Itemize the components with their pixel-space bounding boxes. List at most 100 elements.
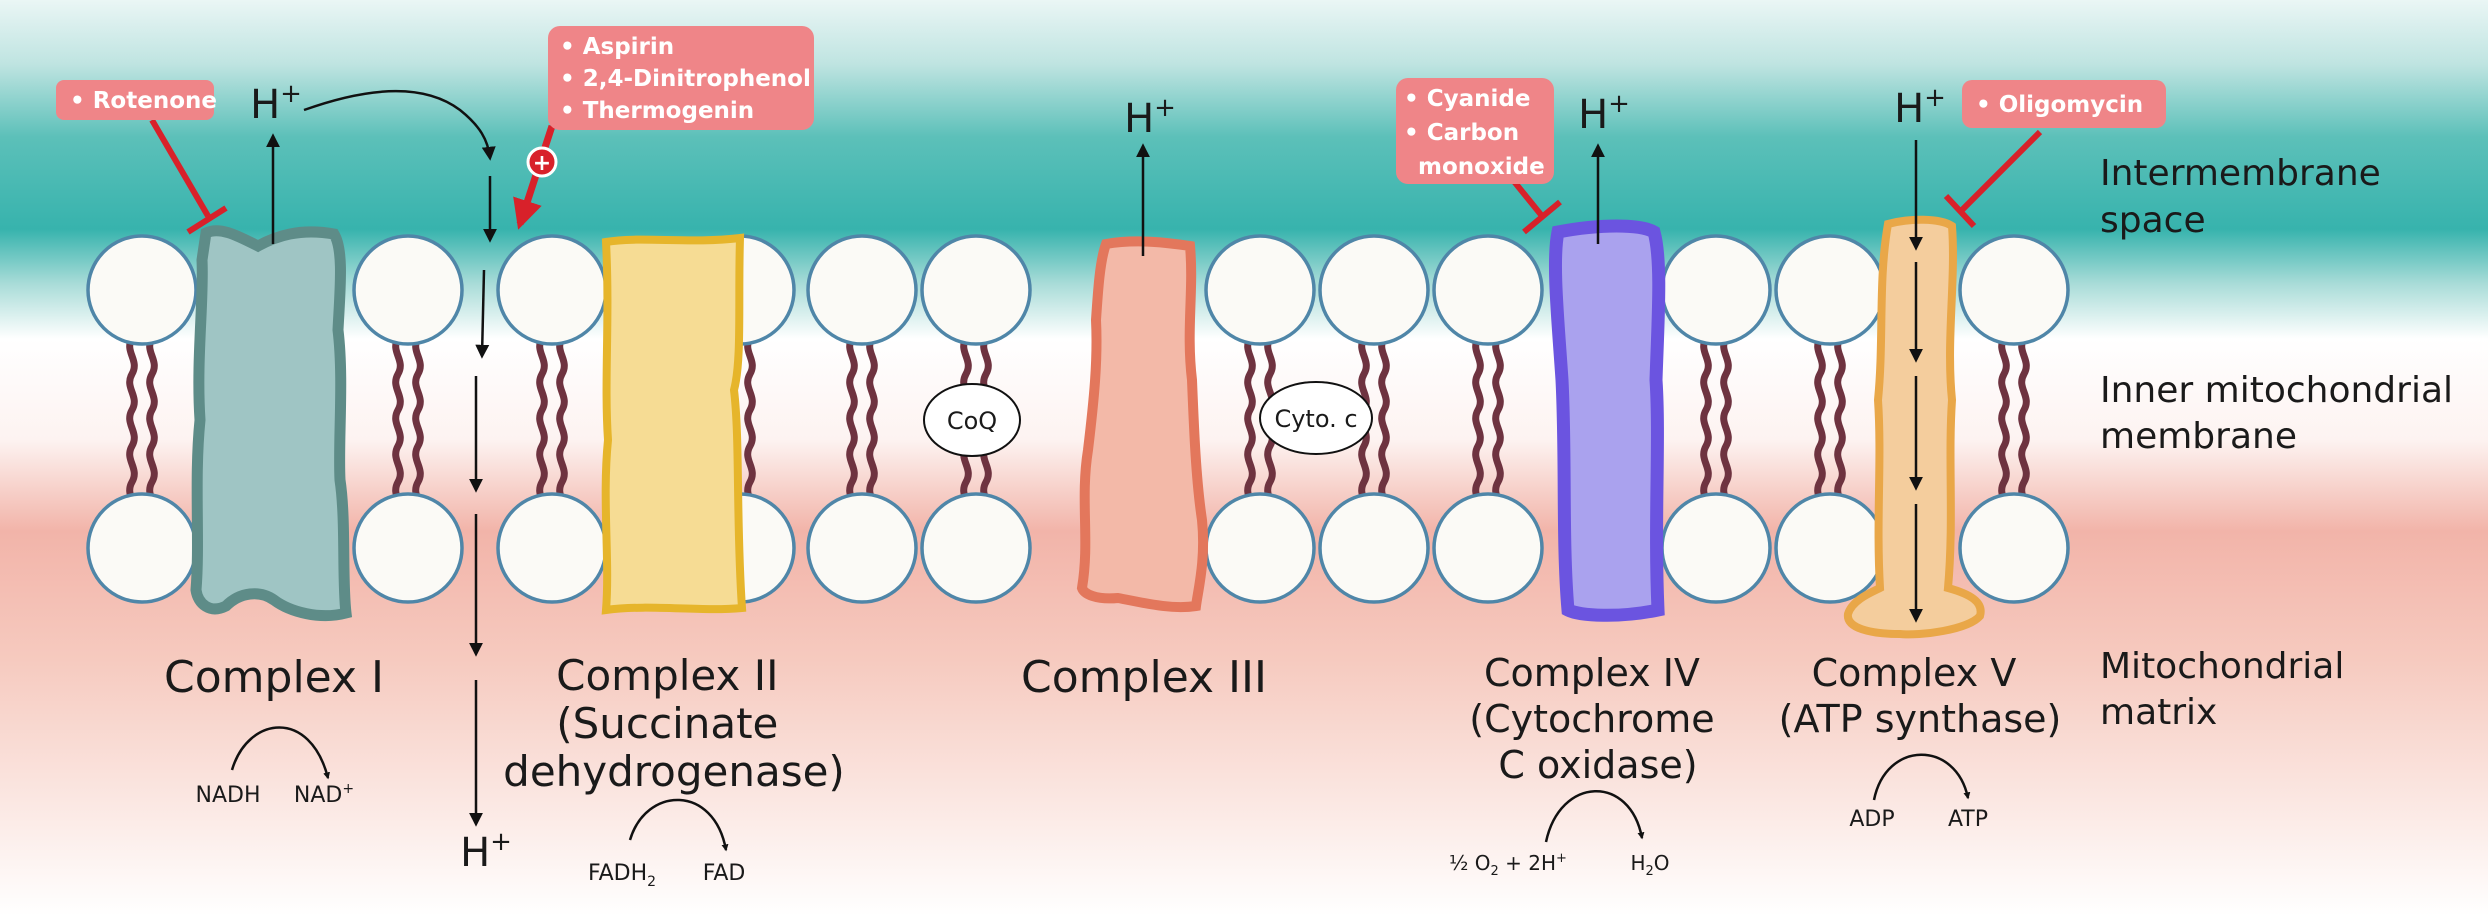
complex-5-reaction-left: ADP [1849, 807, 1894, 832]
phospholipid-head [920, 492, 1032, 604]
uncoupler-text-1: • Aspirin [560, 34, 674, 60]
lipid-tail [744, 334, 756, 522]
lipid-tail [1998, 334, 2010, 522]
complex-3-shape [1076, 236, 1209, 613]
phospholipid-head [86, 234, 198, 346]
proton-leak-arrow-1 [303, 89, 496, 161]
complex-4-shape [1548, 219, 1666, 622]
phospholipid-head [352, 492, 464, 604]
lipid-tail [1834, 334, 1846, 522]
rotenone-text: • Rotenone [70, 88, 217, 114]
complex-1-proton-label: H+ [250, 79, 302, 128]
uncoupler-plus-glyph: + [533, 151, 551, 176]
complex-2-title: Complex II (Succinate dehydrogenase) [503, 651, 845, 796]
cyto-c-label: Cyto. c [1274, 405, 1357, 433]
complex-4-reaction-right: H2O [1630, 851, 1669, 879]
complex-4-title: Complex IV (Cytochrome C oxidase) [1469, 651, 1727, 787]
uncoupler-plus-badge [526, 146, 558, 178]
complex-4-proton-label: H+ [1578, 89, 1630, 138]
inner-membrane-label: Inner mitochondrial membrane [2100, 370, 2464, 457]
oligomycin-box [1962, 80, 2166, 128]
proton-leak-arrow-3 [475, 269, 490, 359]
oligomycin-text: • Oligomycin [1976, 92, 2143, 118]
phospholipid-head [496, 492, 608, 604]
lipid-tail [1378, 334, 1390, 522]
matrix-label: Mitochondrial matrix [2100, 646, 2356, 733]
rotenone-inhibitor-line [149, 118, 211, 218]
coq-label: CoQ [947, 407, 997, 435]
complex-4-inhibitor-text-2: • Carbon [1404, 120, 1519, 146]
lipid-tail [1492, 334, 1504, 522]
phospholipid-head [1318, 234, 1430, 346]
complex-2-reaction-arrow [628, 798, 729, 852]
phospholipid-head [496, 234, 608, 346]
phospholipid-head [1318, 492, 1430, 604]
complex-3-proton-label: H+ [1124, 93, 1176, 142]
complex-1-reaction-left: NADH [196, 783, 261, 808]
lipid-tail [1472, 334, 1484, 522]
phospholipid-head [1958, 234, 2070, 346]
lipid-tail [126, 334, 138, 522]
rotenone-box [56, 80, 214, 120]
lipid-tail [412, 334, 424, 522]
complex-3-title: Complex III [1021, 652, 1267, 703]
complex-5-shape [1844, 215, 1985, 639]
complex-4-inhibitor-bar [1522, 199, 1562, 235]
matrix-proton-label: H+ [460, 827, 512, 876]
phospholipid-head [352, 234, 464, 346]
lipid-tail [146, 334, 158, 522]
phospholipid-head [86, 492, 198, 604]
complex-4-inhibitor-text-1: • Cyanide [1404, 86, 1530, 112]
coq-carrier [923, 383, 1021, 457]
lipid-tail [866, 334, 878, 522]
complex-1-shape [190, 225, 353, 622]
phospholipid-head [1204, 492, 1316, 604]
phospholipid-head [1774, 492, 1886, 604]
complex-2-shape [601, 233, 747, 615]
uncoupler-text-3: • Thermogenin [560, 98, 754, 124]
phospholipid-head [1432, 234, 1544, 346]
phospholipid-head [1660, 234, 1772, 346]
complex-1-reaction-right: NAD+ [294, 781, 354, 808]
oligomycin-inhibitor-bar [1943, 193, 1977, 229]
phospholipid-head [1958, 492, 2070, 604]
complex-4-inhibitor-box [1396, 78, 1554, 184]
phospholipid-head [920, 234, 1032, 346]
complex-2-reaction-left: FADH2 [588, 861, 656, 890]
intermembrane-label: Intermembrane space [2100, 153, 2392, 241]
lipid-tail [1700, 334, 1712, 522]
lipid-tail [1814, 334, 1826, 522]
complex-5-reaction-arrow [1872, 753, 1971, 801]
phospholipid-head [1774, 234, 1886, 346]
uncoupler-box [548, 26, 814, 130]
phospholipid-head [1204, 234, 1316, 346]
phospholipid-heads [86, 234, 2070, 604]
complex-5-title: Complex V (ATP synthase) [1779, 651, 2062, 741]
cyto-c-carrier [1259, 381, 1373, 455]
lipid-tail [536, 334, 548, 522]
complex-4-inhibitor-text-3: monoxide [1418, 154, 1545, 180]
phospholipid-head [806, 492, 918, 604]
complex-5-reaction-right: ATP [1948, 807, 1988, 832]
lipid-tail [846, 334, 858, 522]
complex-1-title: Complex I [164, 652, 384, 703]
lipid-tail [2018, 334, 2030, 522]
oligomycin-inhibitor-line [1959, 129, 2043, 213]
phospholipid-head [806, 234, 918, 346]
uncoupler-text-2: • 2,4-Dinitrophenol [560, 66, 811, 92]
complex-5-proton-label: H+ [1894, 83, 1946, 132]
phospholipid-head [1432, 492, 1544, 604]
complex-1-reaction-arrow [230, 726, 330, 780]
lipid-tail [1244, 334, 1256, 522]
phospholipid-head [1660, 492, 1772, 604]
complex-2-reaction-right: FAD [703, 861, 746, 886]
lipid-tail [556, 334, 568, 522]
complex-4-reaction-arrow [1544, 790, 1645, 843]
rotenone-inhibitor-bar [186, 205, 228, 235]
lipid-tail [392, 334, 404, 522]
complex-4-reaction-left: ½ O2 + 2H+ [1449, 851, 1567, 879]
lipid-tail [1720, 334, 1732, 522]
